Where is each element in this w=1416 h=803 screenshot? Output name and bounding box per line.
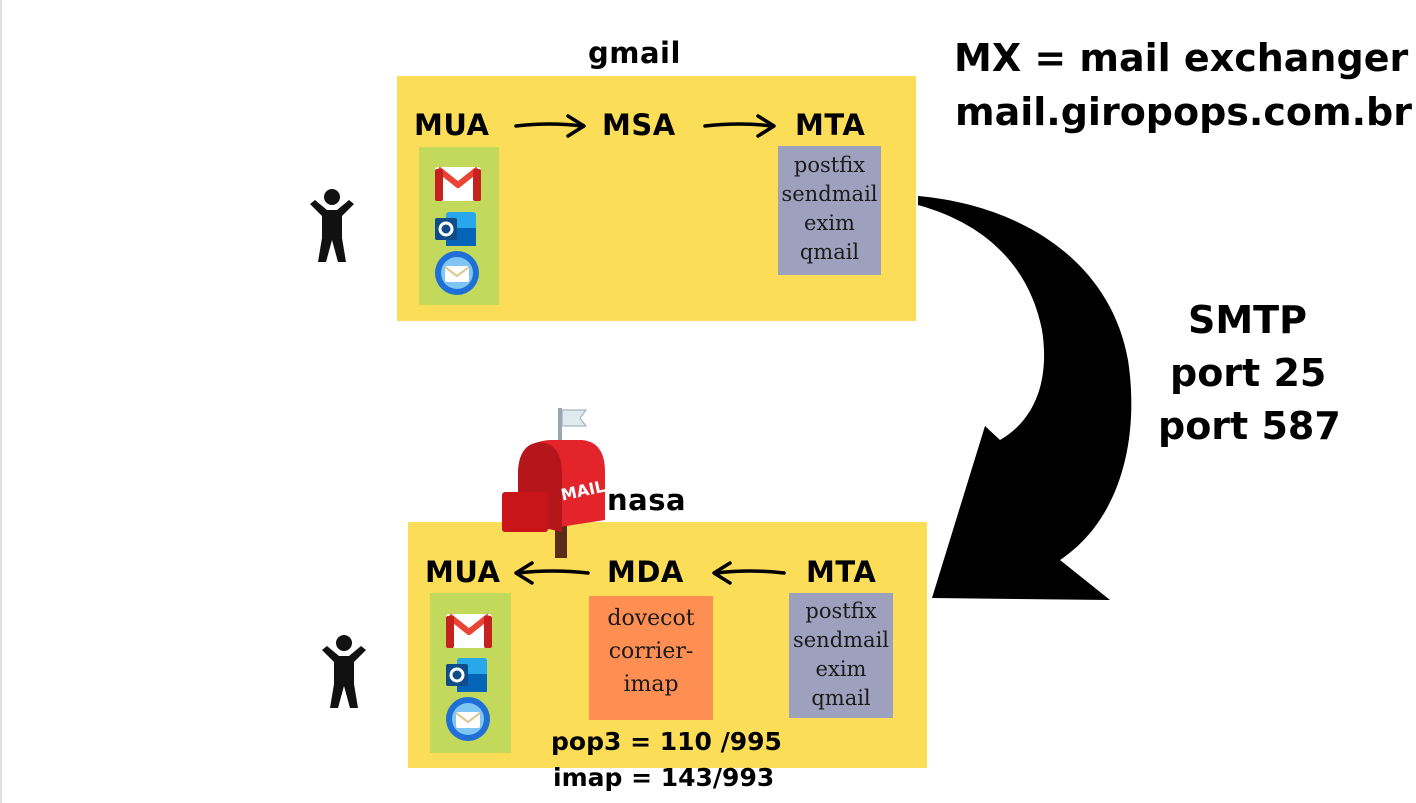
arrow-msa-to-mta — [703, 114, 776, 138]
smtp-port-587: port 587 — [1158, 404, 1341, 448]
smtp-label: SMTP — [1188, 298, 1307, 342]
bottom-mta-software-item: exim — [815, 657, 867, 681]
top-arrows — [514, 114, 776, 138]
pop3-ports: pop3 = 110 /995 — [551, 727, 782, 756]
mda-software-box: dovecot corrier- imap — [589, 596, 713, 720]
bottom-mta-software-item: sendmail — [792, 628, 890, 652]
bottom-mua-label: MUA — [425, 555, 501, 589]
top-mta-software-item: qmail — [799, 240, 860, 264]
bottom-arrows — [514, 561, 786, 585]
top-mta-software-item: postfix — [793, 153, 866, 177]
mailbox-icon: MAIL — [502, 408, 607, 558]
nasa-title: nasa — [607, 483, 687, 517]
smtp-transfer-arrow — [918, 196, 1132, 600]
page-left-edge — [0, 0, 2, 803]
arrow-mda-to-mua — [514, 561, 590, 585]
bottom-mta-software-item: qmail — [811, 686, 871, 710]
smtp-port-25: port 25 — [1170, 351, 1327, 395]
mda-software-item: imap — [623, 672, 679, 697]
gmail-icon — [446, 613, 492, 648]
top-mta-label: MTA — [795, 108, 866, 142]
top-msa-label: MSA — [602, 108, 676, 142]
bottom-mda-label: MDA — [607, 555, 684, 589]
top-mta-software-item: exim — [804, 211, 855, 235]
top-mta-software-item: sendmail — [781, 182, 878, 206]
gmail-icon — [435, 166, 481, 201]
thunderbird-icon — [435, 251, 479, 295]
arrow-mta-to-mda — [712, 561, 786, 585]
bottom-mta-label: MTA — [806, 555, 877, 589]
arrow-mua-to-msa — [514, 114, 586, 138]
outlook-icon — [446, 658, 487, 692]
top-mua-label: MUA — [414, 108, 490, 142]
outlook-icon — [435, 212, 476, 246]
bottom-mta-software-item: postfix — [805, 599, 877, 623]
mx-definition: MX = mail exchanger — [954, 36, 1409, 80]
top-mta-software-box: postfix sendmail exim qmail — [778, 146, 881, 275]
thunderbird-icon — [446, 697, 490, 741]
mda-software-item: corrier- — [608, 639, 694, 664]
user-icon — [322, 635, 366, 708]
imap-ports: imap = 143/993 — [553, 763, 775, 792]
user-icon — [310, 189, 354, 262]
mda-software-item: dovecot — [607, 606, 695, 631]
bottom-mta-software-box: postfix sendmail exim qmail — [789, 593, 893, 718]
gmail-title: gmail — [588, 36, 681, 70]
mx-hostname: mail.giropops.com.br — [955, 90, 1412, 134]
